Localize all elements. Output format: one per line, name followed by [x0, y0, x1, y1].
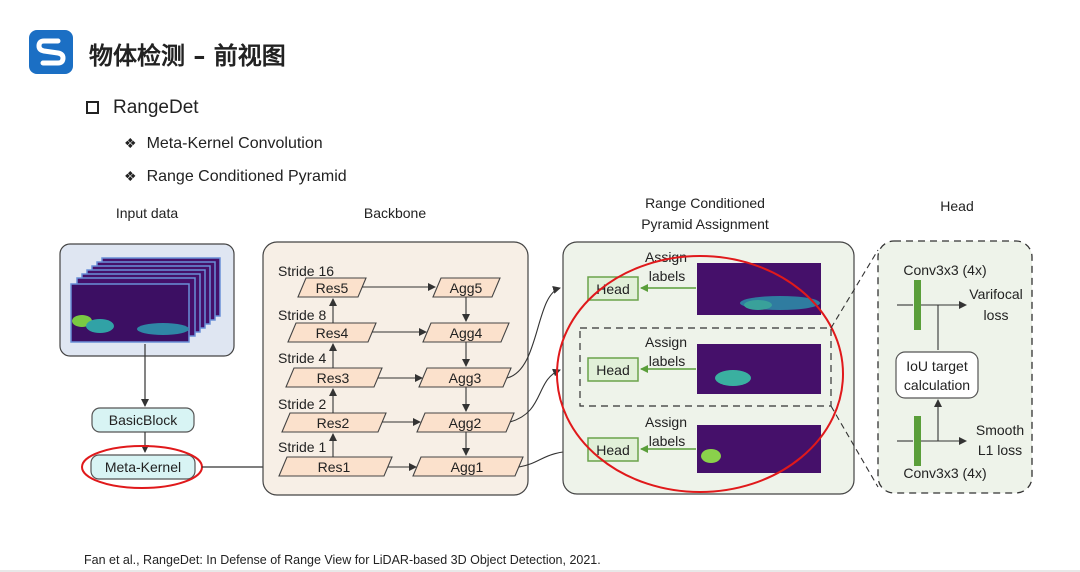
diamond-bullet-icon: ❖	[124, 168, 137, 184]
head-box-3	[587, 437, 639, 462]
agg4-label: Agg4	[450, 325, 483, 341]
smooth-label-2: L1 loss	[978, 442, 1022, 458]
res2-block: Res2	[281, 412, 387, 433]
conv-top-label: Conv3x3 (4x)	[903, 262, 986, 278]
stride-8-label: Stride 8	[278, 307, 326, 323]
bullet-rangedet: RangeDet	[86, 97, 199, 119]
agg5-block: Agg5	[432, 277, 501, 298]
section-title-head: Head	[940, 198, 973, 214]
section-title-rcpa-1: Range Conditioned	[645, 195, 765, 211]
res3-label: Res3	[317, 370, 350, 386]
iou-label-1: IoU target	[906, 358, 968, 374]
varifocal-label-2: loss	[984, 307, 1009, 323]
basicblock-label: BasicBlock	[109, 412, 178, 428]
agg3-label: Agg3	[449, 370, 482, 386]
res1-label: Res1	[318, 459, 351, 475]
stride-16-label: Stride 16	[278, 263, 334, 279]
range-image-near	[697, 425, 821, 473]
agg2-block: Agg2	[416, 412, 515, 433]
meta-kernel-box	[90, 454, 196, 480]
head-box-1	[587, 276, 639, 301]
stride-1-label: Stride 1	[278, 439, 326, 455]
backbone-arrows	[329, 283, 584, 471]
range-image-mid	[697, 344, 821, 394]
diamond-bullet-icon: ❖	[124, 135, 137, 151]
head-connector-lines	[830, 249, 879, 488]
assign-label-2b: labels	[649, 353, 686, 369]
basicblock-box	[91, 407, 195, 433]
meta-kernel-label: Meta-Kernel	[105, 459, 181, 475]
res3-block: Res3	[285, 367, 383, 388]
conv-bar-bottom	[914, 416, 921, 466]
res1-block: Res1	[278, 456, 393, 477]
agg2-label: Agg2	[449, 415, 482, 431]
assignment-middle-dashed	[579, 327, 832, 407]
iou-label-2: calculation	[904, 377, 970, 393]
citation: Fan et al., RangeDet: In Defense of Rang…	[84, 553, 601, 567]
s-logo-icon	[29, 30, 73, 74]
head-box-2	[587, 357, 639, 382]
assignment-row-3: Head Assign labels	[587, 414, 821, 473]
iou-target-box	[895, 351, 979, 399]
res2-label: Res2	[317, 415, 350, 431]
varifocal-label-1: Varifocal	[969, 286, 1022, 302]
res4-block: Res4	[287, 322, 377, 343]
bullet-sub-2: ❖ Range Conditioned Pyramid	[124, 168, 347, 186]
res5-label: Res5	[316, 280, 349, 296]
res4-label: Res4	[316, 325, 349, 341]
agg1-label: Agg1	[451, 459, 484, 475]
stride-2-label: Stride 2	[278, 396, 326, 412]
agg5-label: Agg5	[450, 280, 483, 296]
smooth-label-1: Smooth	[976, 422, 1024, 438]
assign-label-3a: Assign	[645, 414, 687, 430]
range-image-stack	[70, 257, 221, 343]
stride-4-label: Stride 4	[278, 350, 326, 366]
section-title-rcpa-2: Pyramid Assignment	[641, 216, 769, 232]
agg1-block: Agg1	[412, 456, 524, 477]
assign-label-3b: labels	[649, 433, 686, 449]
head-label-2: Head	[596, 362, 629, 378]
checkbox-bullet-icon	[86, 101, 99, 114]
section-title-input: Input data	[116, 205, 178, 221]
head-flow-lines	[897, 301, 967, 445]
bullet-sub-1: ❖ Meta-Kernel Convolution	[124, 135, 323, 153]
page-title: 物体检测 – 前视图	[89, 42, 286, 70]
bottom-divider	[0, 570, 1080, 572]
bullet-main-label: RangeDet	[113, 97, 199, 118]
agg4-block: Agg4	[422, 322, 510, 343]
section-title-backbone: Backbone	[364, 205, 426, 221]
bullet-sub-2-label: Range Conditioned Pyramid	[146, 168, 347, 185]
head-label-3: Head	[596, 442, 629, 458]
assignment-row-2: Head Assign labels	[587, 334, 821, 394]
assignment-highlight	[556, 255, 844, 493]
conv-bar-top	[914, 280, 921, 330]
conv-bottom-label: Conv3x3 (4x)	[903, 465, 986, 481]
assign-label-2a: Assign	[645, 334, 687, 350]
res5-block: Res5	[297, 277, 367, 298]
bullet-sub-1-label: Meta-Kernel Convolution	[146, 135, 323, 152]
agg3-block: Agg3	[418, 367, 512, 388]
assign-label-1b: labels	[649, 268, 686, 284]
